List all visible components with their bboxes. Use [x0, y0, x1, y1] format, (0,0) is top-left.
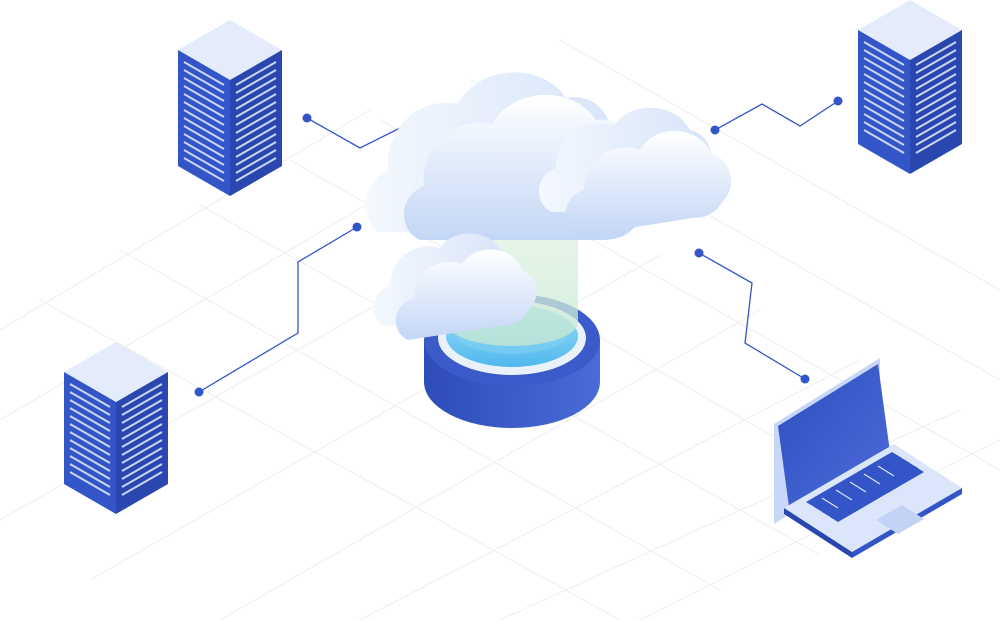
connector-nodes: [194, 96, 843, 397]
connector-node-icon: [710, 125, 720, 135]
cloud-icon: [373, 233, 537, 340]
connector-node-icon: [833, 96, 843, 106]
connector-node-icon: [800, 374, 810, 384]
touchpad: [876, 505, 924, 534]
connector-lines: [198, 100, 839, 393]
connector-top-left: [306, 117, 401, 149]
connector-node-icon: [194, 387, 204, 397]
connector-node-icon: [352, 222, 362, 232]
connector-right: [698, 252, 806, 380]
connector-mid-left: [198, 226, 358, 393]
server-icon: [858, 0, 962, 174]
laptop-icon: [774, 358, 962, 558]
server-icon: [178, 20, 282, 196]
connector-top-right: [714, 100, 839, 131]
cloud-icon: [538, 107, 732, 236]
connector-node-icon: [694, 248, 704, 258]
server-icon: [64, 342, 168, 514]
connector-node-icon: [302, 113, 312, 123]
